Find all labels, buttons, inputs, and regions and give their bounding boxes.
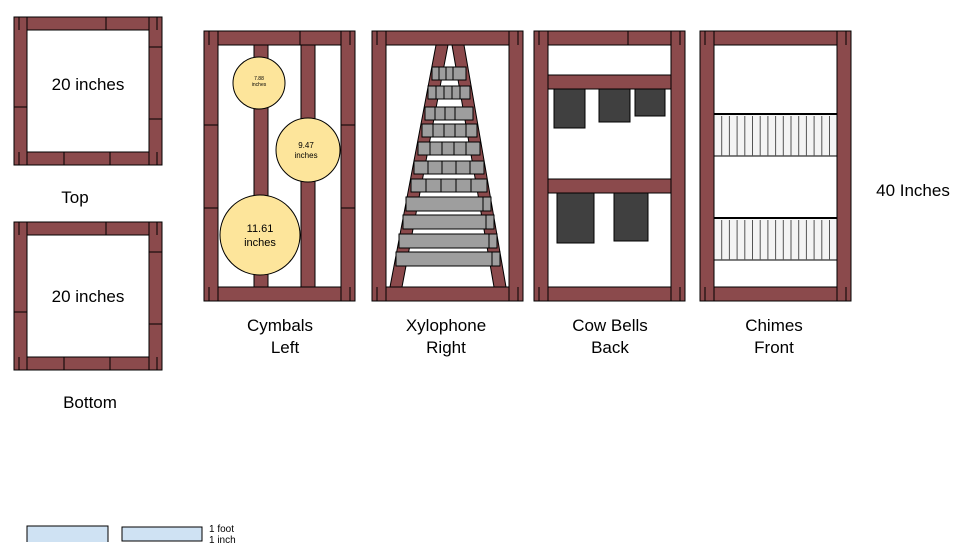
cowbells-panel-left-board [533, 30, 549, 302]
top-caption: Top [61, 188, 89, 207]
cowbells-panel-right-board [670, 30, 686, 302]
xylophone-bar [431, 66, 467, 81]
cymbals-panel-top-board [203, 30, 356, 46]
legend-foot-label: 1 foot [209, 524, 235, 535]
chimes-panel-right-board [836, 30, 852, 302]
height-label: 40 Inches [876, 181, 950, 200]
bottom-dimension-label: 20 inches [51, 287, 125, 306]
cymbal-medium-label: 9.47 inches [294, 141, 318, 160]
cymbals-panel-right-board [340, 30, 356, 302]
cowbells-caption: Cow Bells Back [572, 316, 648, 357]
cowbells-lower-rail [547, 178, 672, 194]
bottom-caption: Bottom [63, 393, 117, 412]
xylophone-bar [398, 233, 498, 249]
cowbell [613, 192, 649, 242]
cowbell [553, 88, 586, 129]
cymbals-panel-left-board [203, 30, 219, 302]
cowbells-panel-background [534, 31, 685, 301]
cymbals-panel-bottom-board [203, 286, 356, 302]
xylophone-panel-right-board [508, 30, 524, 302]
top-panel-top-board [13, 16, 163, 31]
cowbell [556, 192, 595, 244]
chimes-caption: Chimes Front [745, 316, 803, 357]
xylophone-panel-bottom-board [371, 286, 524, 302]
cowbells-panel-top-board [533, 30, 686, 46]
xylophone-bar [424, 106, 474, 121]
top-panel-left-board [13, 16, 28, 166]
top-panel-background [14, 17, 162, 165]
cymbal-small-label: 7.88 inches [251, 76, 267, 88]
cowbells-panel-bottom-board [533, 286, 686, 302]
chimes-panel-top-board [699, 30, 852, 46]
cymbal-large [219, 194, 301, 276]
legend-inch-swatch [121, 526, 203, 542]
xylophone-bar [410, 178, 488, 193]
legend-inch-label: 1 inch [209, 535, 236, 546]
xylophone-caption: Xylophone Right [405, 316, 487, 357]
xylophone-panel-left-board [371, 30, 387, 302]
bottom-panel-bottom-board [13, 356, 163, 371]
xylophone-bar [413, 160, 485, 175]
xylophone-bar [395, 251, 501, 267]
chimes-panel-bottom-board [699, 286, 852, 302]
chimes-panel-left-board [699, 30, 715, 302]
cymbals-caption: Cymbals Left [246, 316, 314, 357]
xylophone-bar [427, 85, 471, 100]
cymbal-small [232, 56, 286, 110]
xylophone-bar [405, 196, 492, 212]
bottom-panel-right-board [148, 221, 163, 371]
cymbal-medium [275, 117, 341, 183]
cowbell [598, 88, 631, 123]
cowbells-upper-rail [547, 74, 672, 90]
xylophone-bar [402, 214, 495, 230]
xylophone-bar [421, 123, 478, 138]
bottom-panel-left-board [13, 221, 28, 371]
legend-foot-swatch [26, 525, 109, 542]
xylophone-panel-top-board [371, 30, 524, 46]
cymbal-large-label: 11.61 inches [244, 223, 276, 249]
top-dimension-label: 20 inches [51, 75, 125, 94]
bottom-panel-background [14, 222, 162, 370]
top-panel-bottom-board [13, 151, 163, 166]
xylophone-bar [417, 141, 481, 156]
top-panel-right-board [148, 16, 163, 166]
cowbell [634, 88, 666, 117]
bottom-panel-top-board [13, 221, 163, 236]
